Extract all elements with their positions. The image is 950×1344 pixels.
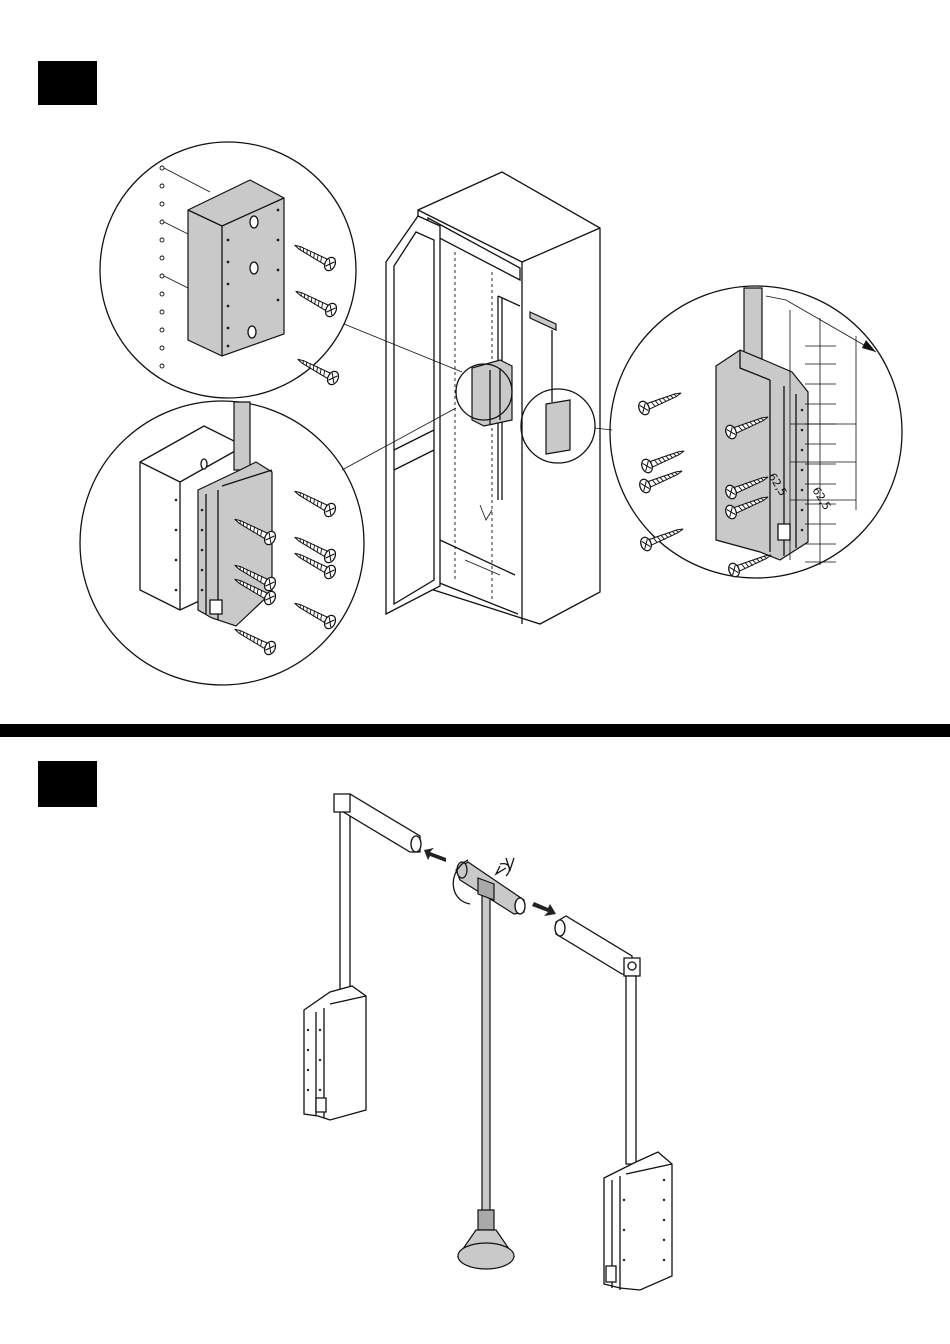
lift-arm-right	[555, 916, 672, 1290]
pull-down-pole	[453, 858, 525, 1269]
dimension-label-b: 62,5	[809, 485, 833, 513]
screw-icon	[291, 239, 340, 386]
detail-circle-block	[100, 142, 356, 398]
detail-circle-mechanism-left	[80, 401, 364, 685]
wardrobe-cabinet	[386, 172, 600, 624]
detail-circle-mechanism-right: 62,5 62,5	[610, 286, 902, 578]
lift-arm-left	[304, 794, 421, 1120]
